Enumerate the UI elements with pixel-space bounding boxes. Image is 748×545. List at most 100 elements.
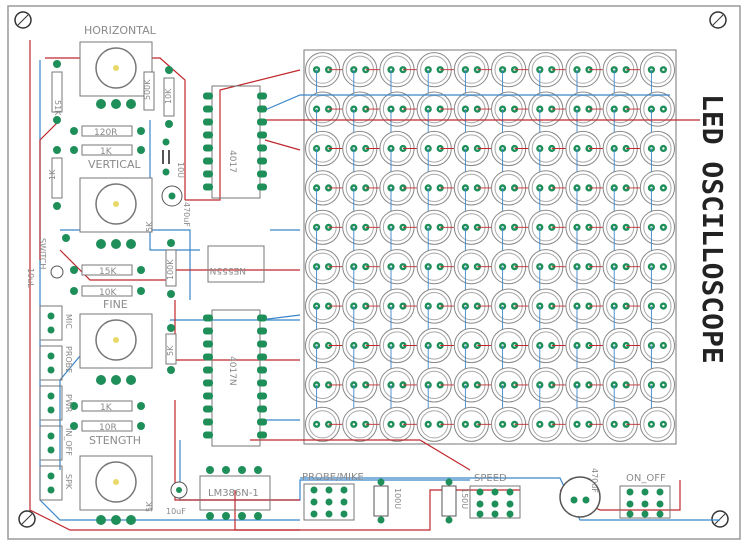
pot-vertical: VERTICAL [79, 158, 153, 249]
ic-pad [257, 183, 267, 191]
resistor-1k-b: 1K [48, 146, 63, 210]
led [528, 170, 564, 206]
resistor-5k-a: 5K [145, 221, 154, 232]
svg-text:5K: 5K [145, 501, 154, 512]
led [602, 130, 638, 167]
led [565, 91, 601, 127]
pot-vertical-label: VERTICAL [88, 158, 141, 171]
led [565, 367, 601, 403]
led [639, 170, 676, 206]
led [416, 209, 452, 245]
svg-text:PWR: PWR [64, 394, 73, 413]
svg-text:SWITCH: SWITCH [38, 238, 47, 269]
led [379, 170, 415, 206]
ic-pad [203, 105, 213, 113]
ic-pad [257, 92, 267, 100]
ic-4017n: 4017N [203, 309, 267, 447]
ic-pad [203, 353, 213, 361]
ic-pad [257, 157, 267, 165]
resistor-1k-c: 1K [70, 400, 145, 413]
ic-pad [257, 131, 267, 139]
svg-text:51K: 51K [53, 100, 62, 116]
svg-text:4017: 4017 [227, 150, 237, 173]
capacitor-470u-a: 470uF [161, 185, 191, 227]
svg-text:NE555N: NE555N [210, 265, 246, 275]
pot-strength: STENGTH [79, 434, 153, 525]
svg-text:5K: 5K [166, 345, 175, 356]
ic-pad [257, 170, 267, 178]
ic-pad [203, 144, 213, 152]
led [453, 367, 489, 403]
led [491, 209, 527, 245]
header-probe-mike: PROBE/MIKE [302, 472, 364, 521]
ic-pad [203, 92, 213, 100]
svg-text:150U: 150U [460, 488, 469, 509]
resistor-5k-b: 5K [165, 324, 177, 374]
ic-pad [257, 431, 267, 439]
ic-pad [203, 131, 213, 139]
svg-text:470uF: 470uF [182, 202, 191, 227]
svg-text:1K: 1K [48, 169, 57, 180]
led [528, 52, 564, 88]
ic-pad [203, 170, 213, 178]
mounting-hole-top-left [14, 11, 32, 29]
led [453, 406, 489, 442]
ic-pad [257, 144, 267, 152]
led [342, 130, 378, 167]
led [602, 91, 638, 127]
connector-in-off: IN_OFF [39, 425, 73, 461]
pot-horizontal: HORIZONTAL [79, 24, 157, 109]
svg-text:120R: 120R [94, 128, 117, 138]
svg-text:15K: 15K [99, 267, 117, 277]
svg-text:10R: 10R [99, 423, 117, 433]
ic-pad [257, 340, 267, 348]
led [453, 327, 489, 364]
ic-pad [257, 366, 267, 374]
resistor-10k: 10K [70, 285, 145, 298]
ic-pad [203, 314, 213, 322]
ic-pad [257, 392, 267, 400]
ic-pad [203, 366, 213, 374]
led [342, 367, 378, 403]
led [379, 130, 415, 167]
svg-text:1K: 1K [100, 403, 113, 413]
led [602, 327, 638, 364]
led [528, 209, 564, 245]
ic-pad [203, 405, 213, 413]
led [491, 249, 527, 285]
ic-pad [257, 314, 267, 322]
ic-pad [257, 118, 267, 126]
ic-pad [203, 431, 213, 439]
side-switch: SWITCH [38, 234, 70, 269]
mounting-hole-bottom-right [711, 510, 729, 528]
led [453, 52, 489, 88]
resistor-5k-c: 5K [145, 501, 154, 512]
svg-text:10K: 10K [99, 288, 117, 298]
led [379, 288, 415, 324]
ic-pad [257, 327, 267, 335]
ic-lm386: LM386N-1 [199, 466, 271, 520]
board-title: LED OSCILLOSCOPE [696, 94, 729, 364]
svg-text:SPEED: SPEED [474, 473, 507, 484]
svg-text:5K: 5K [145, 221, 154, 232]
capacitor-10ul: 10uL [26, 265, 64, 288]
svg-text:4017N: 4017N [227, 356, 237, 386]
led [639, 91, 676, 127]
capacitor-10uf: 10uF [166, 481, 188, 516]
svg-text:10uL: 10uL [26, 268, 35, 288]
ic-pad [203, 379, 213, 387]
svg-text:ON_OFF: ON_OFF [626, 473, 666, 484]
ic-pad [203, 327, 213, 335]
svg-text:IN_OFF: IN_OFF [64, 428, 73, 456]
led [639, 288, 676, 324]
led [639, 209, 676, 245]
resistor-10r: 10R [70, 420, 145, 433]
ic-pad [257, 405, 267, 413]
mounting-hole-top-right [709, 11, 727, 29]
led [305, 367, 341, 403]
pot-fine: FINE [79, 298, 153, 385]
svg-text:100K: 100K [166, 259, 175, 280]
resistor-100k: 100K [165, 239, 177, 298]
ic-4017: 4017 [203, 85, 267, 199]
